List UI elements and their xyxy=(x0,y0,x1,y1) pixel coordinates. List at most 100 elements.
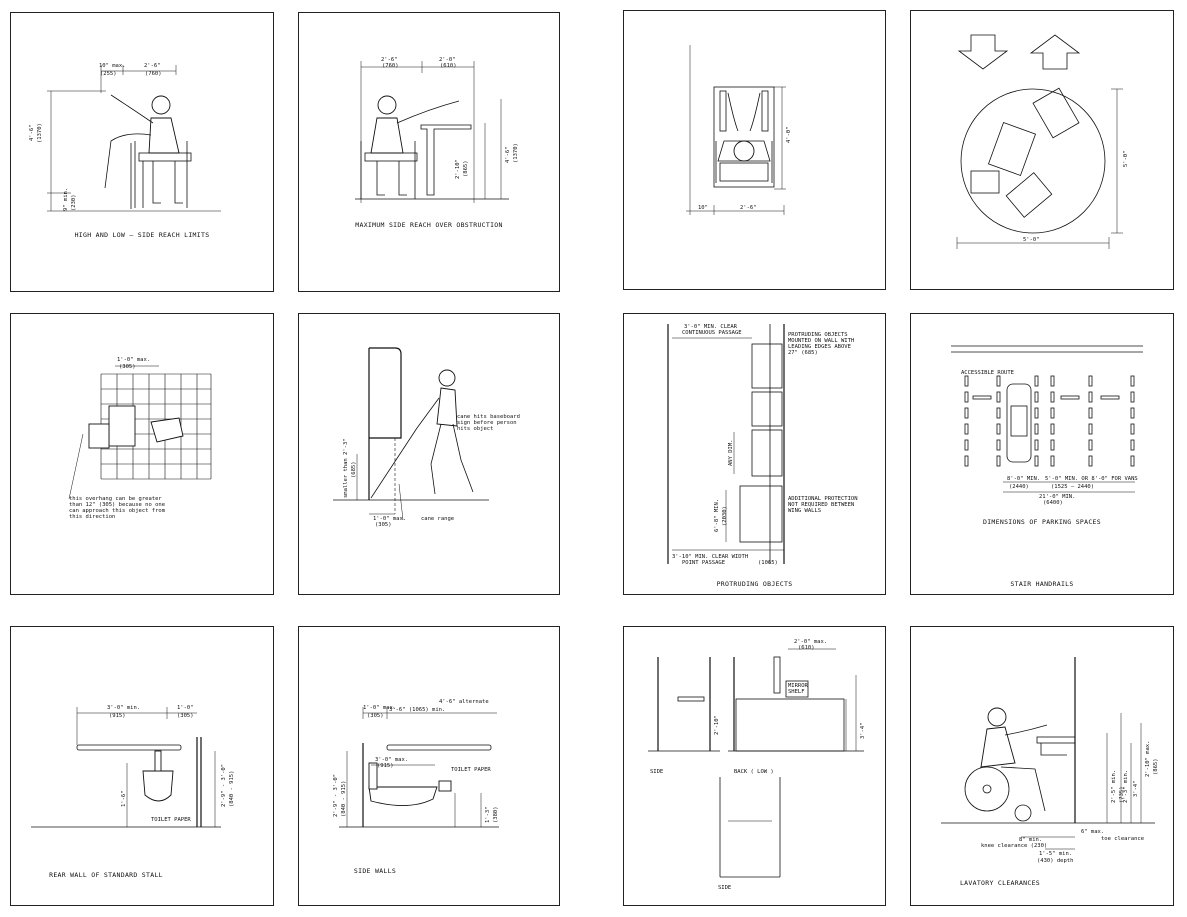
dim-label: (305) xyxy=(367,713,384,719)
dim-label: 1'-6" xyxy=(121,790,127,807)
protruding-objects-figure xyxy=(667,324,785,564)
dim-label: 1'-5" min. xyxy=(1039,851,1073,857)
dim-label: 2'-0" max. xyxy=(794,639,828,645)
dim-label: 2'-0" xyxy=(439,57,456,63)
dim-label: 5'-0" xyxy=(1023,237,1040,243)
reach-obstruction-figure xyxy=(355,61,509,203)
dim-label: 4'-6" xyxy=(29,124,35,141)
annotation-note: NOT REQUIRED BETWEEN xyxy=(788,502,855,508)
drawing-sheet-protruding-objects: 3'-0" MIN. CLEAR CONTINUOUS PASSAGE ANY … xyxy=(623,313,886,595)
dim-label: 1'-0" max. xyxy=(373,516,407,522)
annotation-note: PROTRUDING OBJECTS xyxy=(788,332,848,338)
dim-label: 2'-9" - 3'-0" xyxy=(333,773,339,817)
dim-label: ACCESSIBLE ROUTE xyxy=(961,370,1014,376)
annotation-note: sign before person xyxy=(457,420,517,426)
rear-wall-figure xyxy=(31,707,221,828)
sheet-caption: PROTRUDING OBJECTS xyxy=(716,580,793,588)
parking-spaces-figure xyxy=(951,345,1143,493)
drawing-sheet-turning-space: 5'-0" 5'-0" xyxy=(910,10,1174,290)
dim-label: 3'-0" MIN. CLEAR xyxy=(684,324,737,330)
arrow-down-icon xyxy=(957,34,1009,70)
dim-label: 2'-6" xyxy=(144,63,161,69)
annotation-note: TOILET PAPER xyxy=(451,767,491,773)
dim-label: (2440) xyxy=(1009,484,1029,490)
dim-label: 1'-3" xyxy=(485,806,491,823)
sheet-caption-secondary: STAIR HANDRAILS xyxy=(1010,580,1074,588)
dim-label: (230) xyxy=(71,194,77,211)
dim-label: (610) xyxy=(440,63,457,69)
dim-label: (255) xyxy=(100,71,117,77)
dim-label: 2'-10" xyxy=(455,159,461,179)
dim-label: 4'-0" xyxy=(786,126,792,143)
annotation-note: hits object xyxy=(457,426,494,432)
dim-label: (380) xyxy=(493,806,499,823)
annotation-note: this direction xyxy=(69,514,116,520)
dim-label: (1525 — 2440) xyxy=(1051,484,1095,490)
dim-label: 6" max. xyxy=(1081,829,1105,835)
annotation-note: ADDITIONAL PROTECTION xyxy=(788,496,858,502)
annotation-note: can approach this object from xyxy=(69,508,166,514)
annotation-note: knee clearance (230) xyxy=(981,843,1048,849)
sheet-caption: HIGH AND LOW — SIDE REACH LIMITS xyxy=(74,231,210,239)
dim-label: 2'-9" - 3'-0" xyxy=(221,763,227,807)
dim-label: CONTINUOUS PASSAGE xyxy=(682,330,742,336)
dim-label: (1370) xyxy=(513,143,519,163)
annotation-note: than 12" (305) because no one xyxy=(69,502,166,508)
dim-label: 2'-10" xyxy=(714,715,720,735)
dim-label: (915) xyxy=(109,713,126,719)
dim-label: (840 - 915) xyxy=(229,770,235,807)
dim-label: 21'-0" MIN. xyxy=(1039,494,1076,500)
drawing-sheet-rear-wall-stall: 3'-0" min. (915) 1'-0" (305) 2'-9" - 3'-… xyxy=(10,626,274,906)
dim-label: 8'-0" MIN. xyxy=(1007,476,1041,482)
dim-label: 8" min. xyxy=(1019,837,1043,843)
dim-label: 10" max. xyxy=(99,63,126,69)
dim-label: (305) xyxy=(177,713,194,719)
lavatory-elevations-figure xyxy=(648,648,864,878)
dim-label: 2'-5" min. xyxy=(1111,769,1117,803)
annotation-note: cane hits baseboard xyxy=(457,414,520,420)
sheet-caption: SIDE WALLS xyxy=(353,867,397,875)
dim-label: (865) xyxy=(463,160,469,177)
annotation-note: this overhang can be greater xyxy=(69,496,162,502)
annotation-note: cane range xyxy=(421,516,455,522)
side-reach-figure xyxy=(47,65,221,212)
cane-detection-figure xyxy=(333,347,489,521)
dim-label: 3'-0" max. xyxy=(375,757,409,763)
dim-label: 6'-8" MIN. xyxy=(714,498,720,532)
wheelchair-plan-figure xyxy=(686,45,786,215)
dim-label: 4'-6" alternate xyxy=(439,699,489,705)
drawing-sheet-lavatory-clearances: 2'-10" max. (865) 2'-5" min. (735) 2'-3"… xyxy=(910,626,1174,906)
dim-label: 3'-0" min. xyxy=(107,705,141,711)
view-label-side: SIDE xyxy=(650,769,664,775)
dim-label: 2'-6" xyxy=(381,57,398,63)
dim-label: 5'-0" MIN. OR 8'-0" FOR VANS xyxy=(1045,476,1138,482)
dim-label: 9" min. xyxy=(63,187,69,211)
sheet-caption: LAVATORY CLEARANCES xyxy=(959,879,1041,887)
dim-label: 2'-6" xyxy=(740,205,757,211)
view-label-back: BACK ( LOW ) xyxy=(734,769,774,775)
drawing-sheet-side-reach-limits: 10" max. (255) 2'-6" (760) 4'-6" (1370) … xyxy=(10,12,274,292)
dim-label: 10" xyxy=(698,205,708,211)
dim-label: (865) xyxy=(1153,758,1159,775)
dim-label: (305) xyxy=(119,364,136,370)
side-walls-figure xyxy=(339,707,499,828)
dim-label: 2'-3" min. xyxy=(1123,769,1129,803)
annotation-note: LEADING EDGES ABOVE xyxy=(788,344,851,350)
dim-label: (685) xyxy=(351,461,357,478)
overhang-grid-figure xyxy=(68,365,212,500)
lavatory-clearances-figure xyxy=(941,657,1155,850)
dim-label: 3'-10" MIN. CLEAR WIDTH xyxy=(672,554,749,560)
dim-label: (305) xyxy=(375,522,392,528)
dim-label: (915) xyxy=(377,763,394,769)
dim-label: POINT PASSAGE xyxy=(682,560,726,566)
dim-label: 3'-4" xyxy=(1133,780,1139,797)
drawing-sheet-wheelchair-plan: 4'-0" 2'-6" 10" xyxy=(623,10,886,290)
dim-label: (1370) xyxy=(37,123,43,143)
dim-label: 2'-10" max. xyxy=(1145,740,1151,777)
annotation-note: toe clearance xyxy=(1101,836,1145,842)
dim-label: 1'-0" max. xyxy=(363,705,397,711)
annotation-note: MIRROR xyxy=(788,683,808,689)
dim-label: 1'-0" max. xyxy=(117,357,151,363)
dim-label: 1'-0" xyxy=(177,705,194,711)
turning-space-figure xyxy=(956,34,1123,249)
